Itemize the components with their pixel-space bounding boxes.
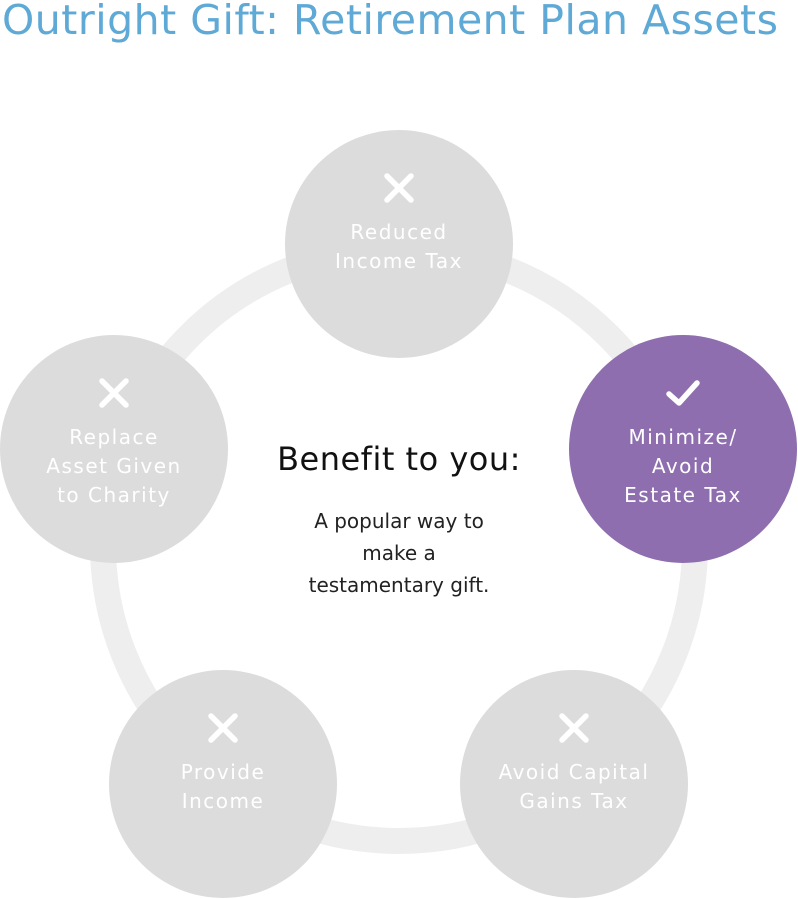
benefit-label: Minimize/ Avoid Estate Tax: [624, 425, 742, 507]
x-icon: [559, 713, 589, 743]
benefit-label: Reduced Income Tax: [335, 220, 463, 273]
center-heading: Benefit to you:: [277, 440, 521, 478]
check-icon: [666, 380, 700, 406]
benefit-node-avoid-capital-gains-tax: Avoid Capital Gains Tax: [460, 670, 688, 898]
page-title: Outright Gift: Retirement Plan Assets: [2, 0, 779, 44]
benefit-node-provide-income: Provide Income: [109, 670, 337, 898]
benefit-node-reduced-income-tax: Reduced Income Tax: [285, 130, 513, 358]
benefit-label: Replace Asset Given to Charity: [46, 425, 182, 507]
x-icon: [384, 173, 414, 203]
benefit-label: Avoid Capital Gains Tax: [498, 760, 650, 813]
x-icon: [208, 713, 238, 743]
benefit-node-minimize-estate-tax: Minimize/ Avoid Estate Tax: [569, 335, 797, 563]
center-description: A popular way to make a testamentary gif…: [308, 509, 490, 597]
x-icon: [99, 378, 129, 408]
benefit-node-replace-asset: Replace Asset Given to Charity: [0, 335, 228, 563]
benefit-label: Provide Income: [180, 760, 266, 813]
